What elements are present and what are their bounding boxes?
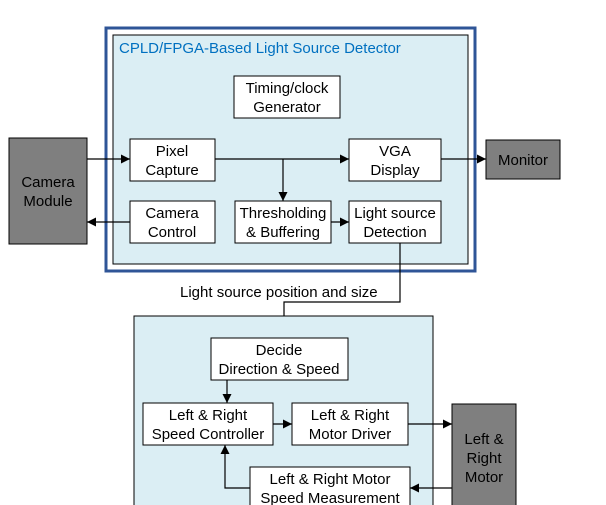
thresholding-label-2: & Buffering (246, 224, 320, 241)
speed-controller-label-2: Speed Controller (152, 426, 265, 443)
detection-label-1: Light source (354, 205, 436, 222)
fpga-title: CPLD/FPGA-Based Light Source Detector (119, 40, 401, 57)
arrow-measurement-to-speedctl (220, 445, 250, 489)
thresholding-buffering-block: Thresholding & Buffering (234, 200, 332, 244)
timing-generator-block: Timing/clock Generator (233, 75, 341, 119)
thresholding-label-1: Thresholding (240, 205, 327, 222)
fpga-outer-frame (104, 26, 477, 273)
speed-measurement-label-1: Left & Right Motor (270, 471, 391, 488)
motor-block: Left & Right Motor (451, 403, 517, 505)
motor-driver-label-2: Motor Driver (309, 426, 392, 443)
camera-control-label-1: Camera (145, 205, 199, 222)
motor-label-2: Right (466, 450, 502, 467)
pixel-capture-block: Pixel Capture (129, 138, 216, 182)
speed-controller-label-1: Left & Right (169, 407, 248, 424)
camera-control-label-2: Control (148, 224, 196, 241)
camera-module-label-1: Camera (21, 174, 75, 191)
detection-label-2: Detection (363, 224, 426, 241)
vga-display-label-2: Display (370, 162, 420, 179)
decide-label-2: Direction & Speed (219, 361, 340, 378)
speed-measurement-label-2: Speed Measurement (260, 490, 400, 505)
motor-driver-label-1: Left & Right (311, 407, 390, 424)
connection-label: Light source position and size (180, 284, 378, 301)
monitor-label: Monitor (498, 152, 548, 169)
timing-generator-label-2: Generator (253, 99, 321, 116)
motor-driver-block: Left & Right Motor Driver (291, 402, 409, 446)
speed-measurement-block: Left & Right Motor Speed Measurement (249, 466, 411, 505)
camera-control-block: Camera Control (129, 200, 216, 244)
light-source-detection-block: Light source Detection (348, 200, 442, 244)
motor-label-1: Left & (464, 431, 503, 448)
speed-controller-block: Left & Right Speed Controller (142, 402, 274, 446)
camera-module-label-2: Module (23, 193, 72, 210)
timing-generator-label-1: Timing/clock (246, 80, 329, 97)
vga-display-block: VGA Display (348, 138, 442, 182)
vga-display-label-1: VGA (379, 143, 411, 160)
motor-label-3: Motor (465, 469, 503, 486)
pixel-capture-label-1: Pixel (156, 143, 189, 160)
decide-direction-block: Decide Direction & Speed (210, 337, 349, 381)
decide-label-1: Decide (256, 342, 303, 359)
camera-module-block: Camera Module (8, 137, 88, 245)
monitor-block: Monitor (485, 139, 561, 180)
pixel-capture-label-2: Capture (145, 162, 198, 179)
